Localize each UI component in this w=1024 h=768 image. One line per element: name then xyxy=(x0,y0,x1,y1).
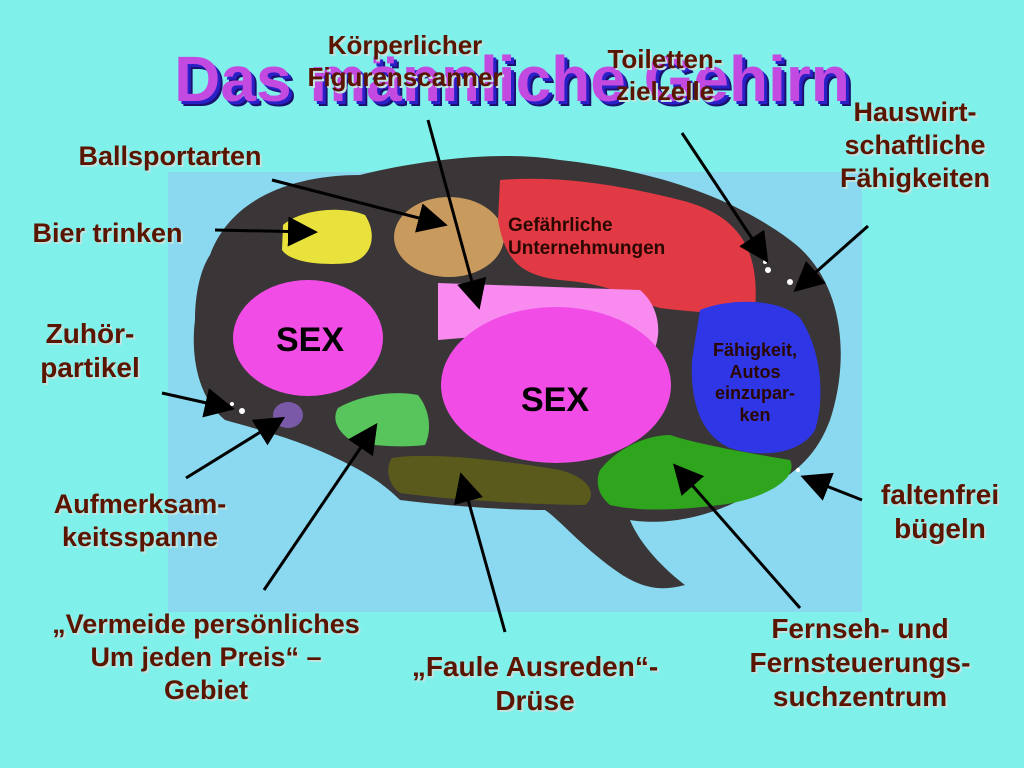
label-excuses-line-2: Drüse xyxy=(495,685,575,717)
region-excuses xyxy=(388,455,592,505)
label-avoid-line-2: Um jeden Preis“ – xyxy=(90,641,322,672)
slide-title: Das männliche Gehirn xyxy=(174,43,850,115)
region-parking xyxy=(691,301,821,454)
label-excuses-line-1: „Faule Ausreden“- xyxy=(411,651,659,682)
label-scanner-line-2: Figurenscanner xyxy=(307,61,503,92)
label-household-line-1: Hauswirt- xyxy=(853,97,977,127)
region-danger-line-1: Gefährliche xyxy=(508,215,613,236)
label-excuses: „Faule Ausreden“- Drüse xyxy=(375,650,695,718)
arrow-excuses xyxy=(454,472,507,633)
arrow-listening xyxy=(161,388,235,418)
label-tv: Fernseh- und Fernsteuerungs- suchzentrum xyxy=(700,612,1020,714)
arrow-household xyxy=(793,224,869,292)
arrow-ball xyxy=(271,178,448,233)
label-listening-line-2: partikel xyxy=(40,352,140,384)
label-beer: Bier trinken xyxy=(32,218,183,248)
label-attention-line-1: Aufmerksam- xyxy=(53,489,227,519)
arrow-avoid xyxy=(262,423,378,591)
label-avoid-line-1: „Vermeide persönliches xyxy=(52,609,360,639)
label-toilet-line-2: zielzelle xyxy=(615,75,715,106)
region-beer xyxy=(282,209,372,264)
region-ball xyxy=(394,197,504,277)
label-household-line-2: schaftliche xyxy=(844,129,986,160)
region-parking-line-3: einzupar- xyxy=(714,383,795,404)
region-parking-line-4: ken xyxy=(739,404,771,425)
label-toilet: Toiletten- zielzelle xyxy=(570,44,760,107)
label-avoid-line-3: Gebiet xyxy=(163,674,249,705)
arrow-scanner xyxy=(426,119,487,310)
region-danger-label: Gefährliche Unternehmungen xyxy=(508,215,758,261)
arrow-toilet xyxy=(680,132,769,263)
label-tv-line-1: Fernseh- und xyxy=(771,613,949,644)
label-listening-line-1: Zuhör- xyxy=(45,318,135,349)
label-ball: Ballsportarten xyxy=(78,141,262,171)
label-household-line-3: Fähigkeiten xyxy=(839,162,991,193)
region-sex-1-label: SEX xyxy=(275,321,345,359)
label-avoid: „Vermeide persönliches Um jeden Preis“ –… xyxy=(0,608,412,707)
region-sex-1 xyxy=(233,280,383,396)
label-ironing: faltenfrei bügeln xyxy=(855,478,1024,546)
region-danger xyxy=(498,178,756,313)
region-danger-line-2: Unternehmungen xyxy=(508,237,666,259)
label-household: Hauswirt- schaftliche Fähigkeiten xyxy=(810,96,1020,195)
region-sex-2 xyxy=(441,307,671,463)
arrow-beer xyxy=(214,216,318,247)
region-attention xyxy=(273,402,303,428)
arrow-attention xyxy=(185,416,286,480)
region-parking-line-1: Fähigkeit, xyxy=(712,340,797,360)
region-parking-label: Fähigkeit, Autos einzupar- ken xyxy=(700,340,810,426)
label-toilet-line-1: Toiletten- xyxy=(607,44,723,74)
label-listening: Zuhör- partikel xyxy=(20,317,160,385)
label-ironing-line-1: faltenfrei xyxy=(880,479,1000,510)
label-tv-line-2: Fernsteuerungs- xyxy=(749,647,971,679)
label-scanner-line-1: Körperlicher xyxy=(327,30,483,60)
label-scanner: Körperlicher Figurenscanner xyxy=(260,30,550,93)
region-parking-line-2: Autos xyxy=(729,361,781,382)
arrow-ironing xyxy=(800,472,863,502)
label-ironing-line-2: bügeln xyxy=(894,513,986,545)
label-attention: Aufmerksam- keitsspanne xyxy=(20,488,260,554)
arrow-tv xyxy=(673,463,802,609)
label-attention-line-2: keitsspanne xyxy=(61,521,219,552)
region-sex-2-label: SEX xyxy=(520,381,590,419)
label-tv-line-3: suchzentrum xyxy=(772,681,948,713)
